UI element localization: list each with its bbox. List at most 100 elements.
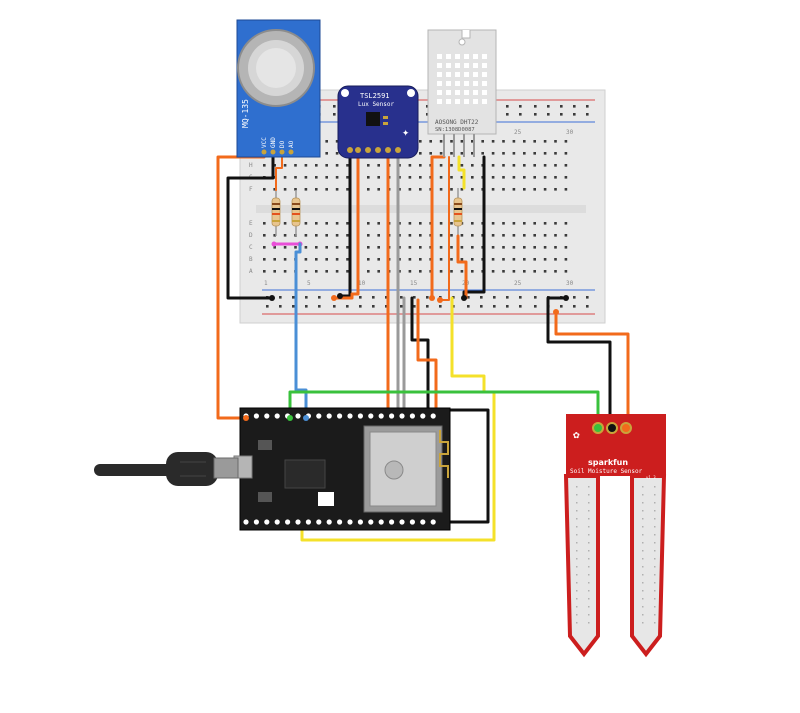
probe-dot (588, 566, 590, 568)
grill-slot (455, 90, 460, 95)
breadboard-hole (481, 140, 484, 143)
wire-end (243, 415, 249, 421)
breadboard-hole (491, 176, 495, 179)
breadboard-hole (315, 270, 318, 273)
breadboard-hole (450, 140, 453, 143)
grill-slot (446, 54, 451, 59)
breadboard-hole (367, 222, 370, 225)
breadboard-hole (439, 152, 443, 155)
breadboard-hole (283, 270, 287, 273)
breadboard-hole (502, 246, 505, 249)
rail-hole (534, 305, 537, 308)
breadboard-hole (471, 176, 474, 179)
boot-button (258, 492, 272, 502)
breadboard-hole (283, 188, 287, 191)
breadboard-hole (325, 246, 328, 249)
breadboard-hole (450, 164, 453, 167)
breadboard-hole (502, 140, 505, 143)
breadboard-hole (408, 258, 412, 261)
breadboard-hole (502, 164, 505, 167)
probe-dot (576, 566, 578, 568)
breadboard-hole (377, 176, 380, 179)
esp32-pins-top (243, 413, 436, 419)
esp32-pins-bottom (243, 519, 436, 525)
probe-dot (588, 606, 590, 608)
breadboard-hole (533, 152, 536, 155)
grill-slot (446, 99, 451, 104)
grill-slot (464, 90, 469, 95)
breadboard-hole (304, 258, 308, 261)
breadboard-hole (335, 152, 339, 155)
breadboard-hole (460, 258, 464, 261)
breadboard-hole (523, 188, 526, 191)
breadboard-hole (543, 176, 547, 179)
wire-ends (243, 293, 569, 421)
grill-slot (437, 99, 442, 104)
mq135-pin-label: DO (279, 140, 286, 148)
header-pin (305, 519, 311, 525)
header-pin (368, 519, 374, 525)
breadboard-hole (450, 234, 453, 237)
breadboard-hole (512, 140, 516, 143)
breadboard-hole (346, 234, 349, 237)
breadboard-hole (460, 176, 464, 179)
header-pin (368, 413, 374, 419)
grill-slot (473, 90, 478, 95)
probe-dot (576, 518, 578, 520)
header-pin (264, 413, 270, 419)
soil-pin-gnd (606, 422, 618, 434)
header-pin (337, 413, 343, 419)
rail-hole (586, 296, 589, 299)
rail-hole (292, 305, 295, 308)
row-label: A (249, 268, 253, 275)
breadboard-hole (263, 270, 266, 273)
probe-dot (588, 598, 590, 600)
breadboard-hole (523, 176, 526, 179)
breadboard-hole (533, 140, 536, 143)
breadboard-hole (367, 176, 370, 179)
rail-hole (467, 305, 470, 308)
rail-hole (519, 296, 522, 299)
breadboard-hole (367, 188, 370, 191)
wire-orange-res (456, 234, 468, 300)
breadboard-hole (512, 164, 516, 167)
col-label: 5 (307, 280, 311, 287)
rail-hole (318, 305, 321, 308)
header-pin (264, 519, 270, 525)
breadboard-hole (523, 270, 526, 273)
breadboard-hole (367, 258, 370, 261)
breadboard-hole (471, 164, 474, 167)
resistor (453, 188, 463, 236)
rail-hole (519, 113, 522, 116)
breadboard-hole (263, 234, 266, 237)
breadboard-hole (450, 270, 453, 273)
probe-dot (588, 510, 590, 512)
usb-plug-housing (166, 452, 218, 486)
probe-dot (588, 534, 590, 536)
breadboard-hole (460, 152, 464, 155)
header-pin (420, 519, 426, 525)
probe-dot (576, 526, 578, 528)
breadboard-hole (460, 188, 464, 191)
probe-dot (642, 542, 644, 544)
breadboard-hole (450, 222, 453, 225)
probe-dot (654, 614, 656, 616)
breadboard-hole (512, 188, 516, 191)
rail-hole (333, 305, 336, 308)
probe-dot (576, 622, 578, 624)
rail-hole (506, 305, 509, 308)
breadboard-hole (419, 140, 422, 143)
header-pin (326, 519, 332, 525)
breadboard-hole (273, 246, 276, 249)
probe-dot (654, 622, 656, 624)
breadboard-hole (335, 234, 339, 237)
breadboard-hole (450, 152, 453, 155)
breadboard-hole (419, 258, 422, 261)
grill-slot (437, 81, 442, 86)
rail-bottom-holes (266, 296, 589, 308)
probe-dot (642, 526, 644, 528)
wire-end (287, 415, 293, 421)
breadboard-hole (564, 164, 568, 167)
breadboard-hole (294, 246, 297, 249)
